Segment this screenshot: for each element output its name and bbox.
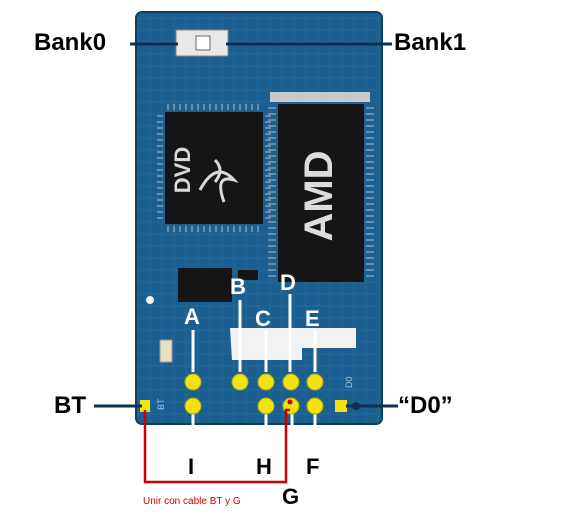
pin-leaders [191,294,317,448]
bt-pad [140,400,150,412]
pin-a-label: A [184,304,200,329]
pad-row-top [184,373,324,391]
pin-d-label: D [280,270,296,295]
small-chip [178,268,232,302]
svg-text:D0: D0 [344,376,354,388]
bank0-label: Bank0 [34,29,107,56]
d0-pad [335,400,347,412]
pin-f-label: F [306,454,320,479]
wire-note: Unir con cable BT y G [143,496,241,507]
svg-text:BT: BT [156,398,166,410]
pcb-cutout [230,328,356,360]
pin-h-label: H [256,454,272,479]
pin-g-label: G [282,484,300,509]
amd-chip [278,104,364,282]
d0-label: “D0” [398,392,453,419]
bt-label: BT [54,392,86,419]
pin-b-label: B [230,274,246,299]
pin-e-label: E [305,306,320,331]
dvd-swirl-icon [198,158,239,203]
led [159,339,173,363]
pin-c-label: C [255,306,271,331]
dvd-chip [165,112,263,224]
red-wire [143,408,290,484]
amd-logo: AMD [297,150,341,241]
pad-row-bottom [184,397,324,415]
dvd-logo: DVD [170,147,195,193]
pin-i-label: I [188,454,195,479]
bank1-label: Bank1 [394,29,467,56]
